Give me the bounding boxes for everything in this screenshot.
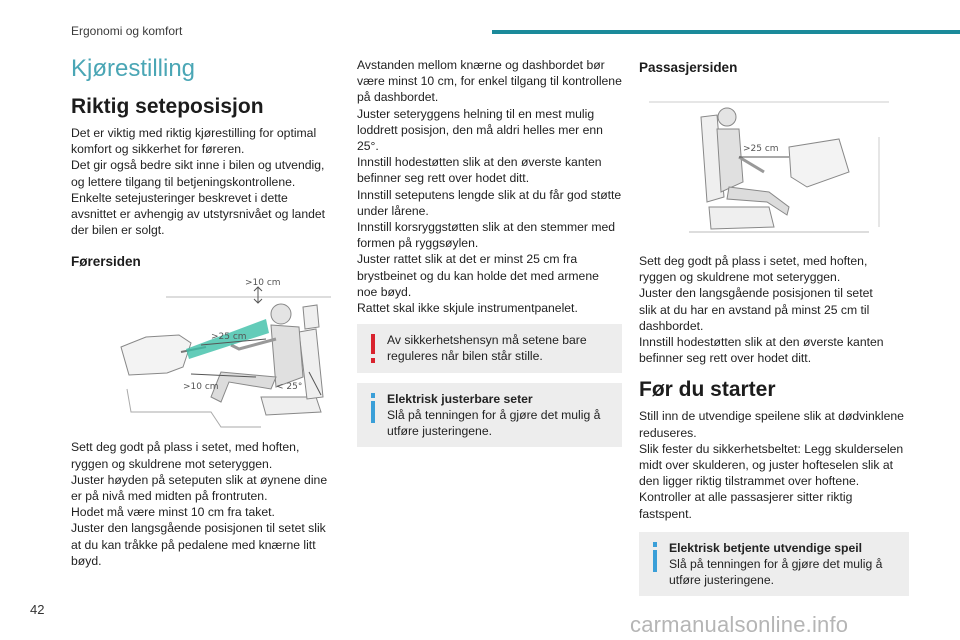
section-header: Ergonomi og komfort [71, 24, 183, 38]
column-left: Kjørestilling Riktig seteposisjon Det er… [71, 55, 341, 569]
info-icon [653, 541, 657, 572]
driver-side-text: Sett deg godt på plass i setet, med hoft… [71, 440, 328, 568]
passenger-seat-illustration: >25 cm [639, 87, 899, 237]
label-head-clearance: >10 cm [245, 278, 281, 288]
before-start-text: Still inn de utvendige speilene slik at … [639, 409, 904, 521]
column-middle: Avstanden mellom knærne og dashbordet bø… [357, 57, 622, 448]
warning-note: Av sikkerhetshensyn må setene bare regul… [357, 324, 622, 373]
watermark: carmanualsonline.info [630, 612, 849, 637]
section-heading: Riktig seteposisjon [71, 95, 264, 118]
column-right: Passasjersiden >25 cm [639, 57, 909, 597]
driver-seat-illustration: >10 cm >25 cm >10 cm < 25° [71, 277, 341, 437]
label-chest-distance: >25 cm [211, 332, 247, 342]
passenger-side-heading: Passasjersiden [639, 60, 738, 75]
label-knee-distance: >10 cm [183, 382, 219, 392]
label-backrest-angle: < 25° [276, 382, 302, 392]
before-start-heading: Før du starter [639, 378, 776, 402]
chapter-title: Kjørestilling [71, 55, 196, 82]
seat-adjustment-text: Avstanden mellom knærne og dashbordet bø… [357, 58, 622, 316]
label-passenger-distance: >25 cm [743, 144, 779, 154]
driver-side-heading: Førersiden [71, 254, 141, 270]
header-accent-bar [492, 30, 960, 34]
intro-paragraph: Det er viktig med riktig kjørestilling f… [71, 126, 326, 238]
passenger-side-text: Sett deg godt på plass i setet, med hoft… [639, 254, 884, 366]
info-icon [371, 392, 375, 423]
info-note-seats: Elektrisk justerbare seter Slå på tennin… [357, 382, 622, 448]
page-number: 42 [30, 602, 45, 617]
warning-exclamation-icon [371, 334, 375, 364]
info-note-mirrors: Elektrisk betjente utvendige speil Slå p… [639, 531, 909, 597]
